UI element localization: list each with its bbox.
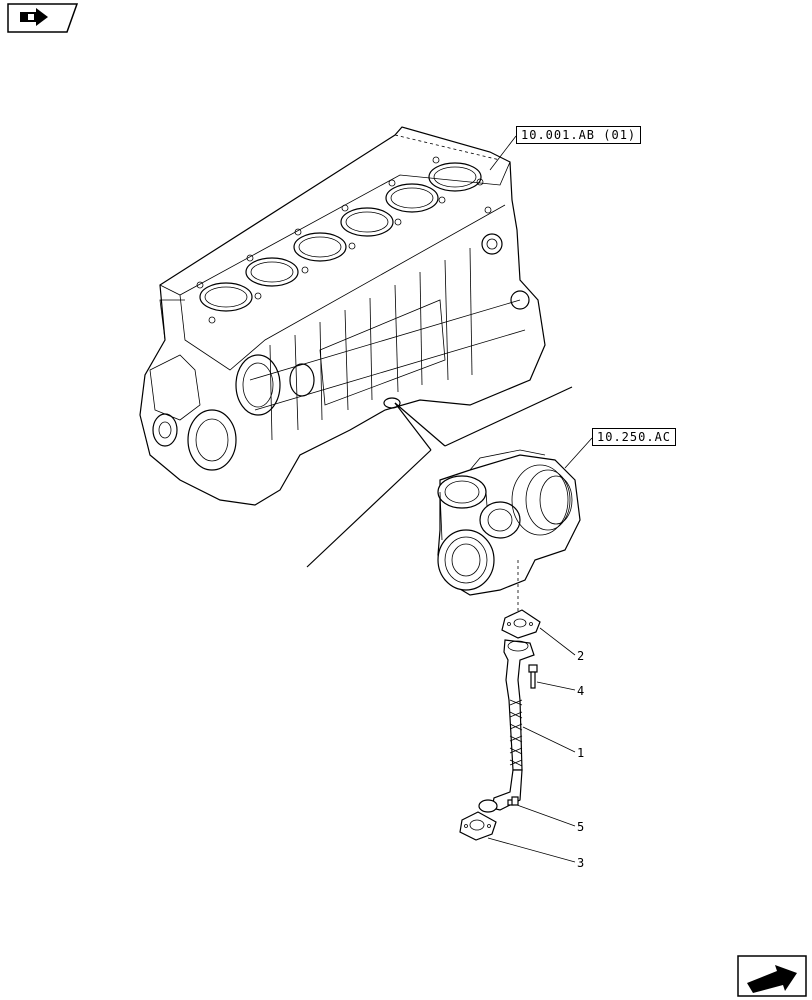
callout-3[interactable]: 3 [577, 856, 584, 870]
callout-4[interactable]: 4 [577, 684, 584, 698]
callout-leaders [487, 627, 576, 863]
turbocharger-reference[interactable]: 10.250.AC [592, 428, 677, 446]
section-lines [306, 386, 573, 568]
callout-1[interactable]: 1 [577, 746, 584, 760]
callout-2[interactable]: 2 [577, 649, 584, 663]
gasket-lower [459, 811, 497, 841]
callout-5[interactable]: 5 [577, 820, 584, 834]
bolt-lower [507, 796, 519, 806]
gasket-upper [501, 609, 541, 639]
book-arrow-icon[interactable] [4, 3, 78, 33]
next-page-arrow-icon[interactable] [737, 955, 807, 997]
bolt-upper [528, 664, 538, 689]
oil-drain-pipe [478, 639, 535, 813]
engine-block-reference[interactable]: 10.001.AB (01) [516, 126, 642, 144]
engine-block [139, 126, 546, 506]
turbocharger [437, 449, 581, 596]
